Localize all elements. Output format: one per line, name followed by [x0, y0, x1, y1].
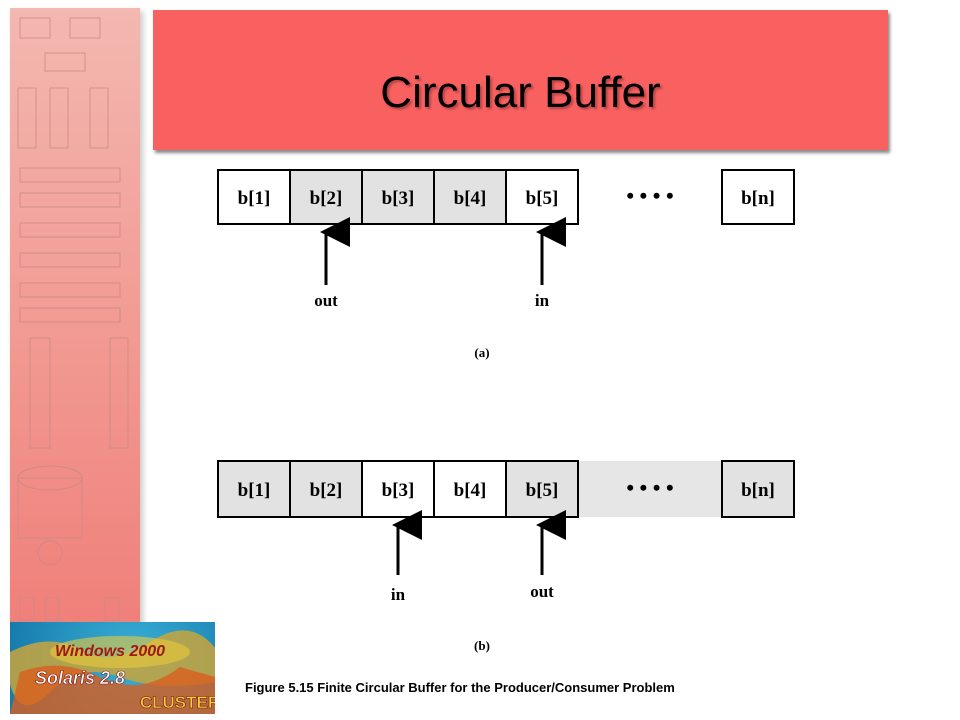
- figure-b-out-label: out: [530, 582, 554, 601]
- figure-b-cell-3: [361, 460, 435, 518]
- figure-b-cell-3-label: b[3]: [382, 480, 415, 501]
- figure-a-in-label: in: [535, 291, 550, 310]
- figure-b-caption: (b): [474, 638, 490, 653]
- figure-a-out-label: out: [314, 291, 338, 310]
- logo-graphic: Windows 2000 Solaris 2.8 CLUSTER: [10, 630, 215, 714]
- slide-title: Circular Buffer: [380, 68, 661, 117]
- figure-a-cell-5: [505, 169, 579, 225]
- figure-a-cell-3: [361, 169, 435, 225]
- figure-a-cell-4-label: b[4]: [454, 188, 487, 209]
- title-bar: Circular Buffer: [153, 10, 888, 150]
- figure-a-buffer: b[1] b[2] b[3] b[4] b[5] b[n] • • • • ou…: [217, 169, 795, 360]
- figure-a-cell-n: [721, 169, 795, 225]
- figure-a-ellipsis: • • • •: [626, 183, 673, 208]
- decorative-sidebar: [10, 8, 140, 628]
- figure-b-cell-n-label: b[n]: [741, 480, 775, 501]
- windows-solaris-cluster-logo: Windows 2000 Solaris 2.8 CLUSTER: [10, 622, 215, 714]
- figure-b-shaded-gap: [578, 461, 722, 517]
- figure-b-cell-4-label: b[4]: [454, 480, 487, 501]
- logo-windows-text: Windows 2000: [55, 643, 165, 660]
- figure-a-cell-1: [217, 169, 291, 225]
- figure-a-cell-2: [289, 169, 363, 225]
- figure-b-cell-n: [721, 460, 795, 518]
- figure-b-cell-2-label: b[2]: [310, 480, 343, 501]
- figure-a-cell-n-label: b[n]: [741, 188, 775, 209]
- logo-cluster-text: CLUSTER: [140, 693, 215, 712]
- figure-b-cell-5: [505, 460, 579, 518]
- figure-b-cell-5-label: b[5]: [526, 480, 559, 501]
- figure-caption: Figure 5.15 Finite Circular Buffer for t…: [245, 680, 675, 695]
- sidebar-background-diagram: [17, 17, 129, 621]
- figure-b-in-label: in: [391, 585, 406, 604]
- logo-solaris-text: Solaris 2.8: [35, 668, 125, 688]
- figure-a-cell-1-label: b[1]: [238, 188, 271, 209]
- figure-b-cell-1-label: b[1]: [238, 480, 271, 501]
- figure-b-ellipsis: • • • •: [626, 475, 673, 500]
- figure-a-cell-3-label: b[3]: [382, 188, 415, 209]
- figure-a-cell-5-label: b[5]: [526, 188, 559, 209]
- figure-b-cell-4: [433, 460, 507, 518]
- figure-b-buffer: b[1] b[2] b[3] b[4] b[5] b[n] • • • • in…: [217, 460, 795, 653]
- figure-a-cell-2-label: b[2]: [310, 188, 343, 209]
- figure-a-caption: (a): [474, 345, 489, 360]
